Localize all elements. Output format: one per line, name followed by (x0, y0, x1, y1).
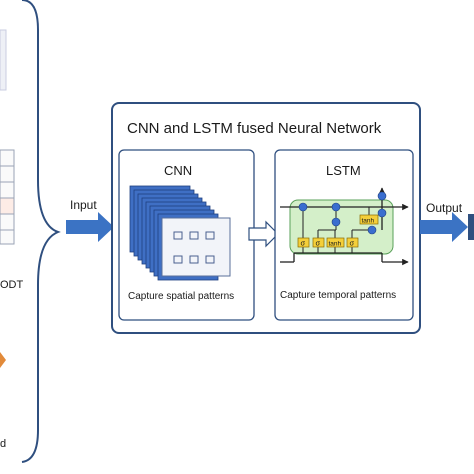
cnn-caption: Capture spatial patterns (128, 291, 234, 302)
lstm-title: LSTM (326, 163, 361, 178)
lstm-node-input-multiply (331, 217, 341, 227)
cnn-title: CNN (164, 163, 192, 178)
left-data-cube (0, 149, 15, 245)
lstm-gate-label-4: σ (350, 239, 355, 248)
lstm-gate-label-3: tanh (329, 241, 342, 248)
input-label: Input (70, 198, 97, 212)
left-d-label: d (0, 438, 6, 450)
lstm-cell-tanh (359, 214, 379, 225)
lstm-node-hidden-out (377, 191, 387, 201)
lstm-node-output-multiply (367, 225, 377, 235)
lstm-node-cell-tap (377, 208, 387, 218)
output-label: Output (426, 201, 463, 215)
cnn-to-lstm-arrow (248, 220, 279, 248)
output-arrow (420, 212, 468, 242)
right-edge-fragment (468, 214, 474, 240)
lstm-gate-label-2: σ (316, 239, 321, 248)
lstm-input-gate (312, 237, 325, 248)
fused-network-title: CNN and LSTM fused Neural Network (127, 120, 382, 137)
left-bracket (21, 0, 61, 463)
left-odt-label: ODT (0, 279, 24, 291)
cnn-feature-maps (129, 185, 231, 281)
input-arrow (66, 212, 114, 242)
lstm-caption: Capture temporal patterns (280, 290, 396, 301)
lstm-candidate-gate (326, 237, 345, 248)
lstm-node-add (331, 202, 341, 212)
lstm-forget-gate (297, 237, 310, 248)
lstm-gate-label-1: σ (301, 239, 306, 248)
left-fragment-top (0, 29, 7, 91)
left-fragment-icon (0, 352, 6, 368)
lstm-node-forget-multiply (298, 202, 308, 212)
lstm-output-gate (346, 237, 359, 248)
lstm-cell-tanh-label: tanh (362, 218, 375, 225)
